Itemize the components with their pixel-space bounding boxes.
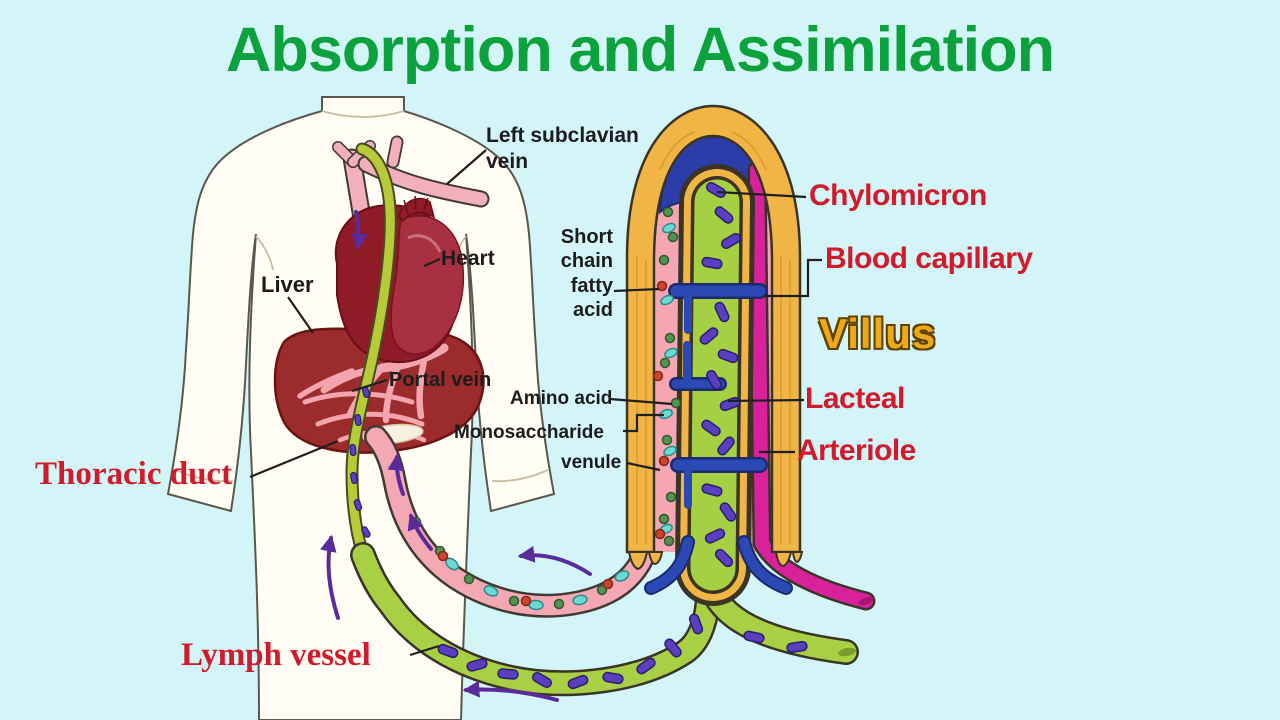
label-villus: Villus: [819, 310, 937, 357]
label-monosaccharide: Monosaccharide: [454, 422, 604, 443]
label-portal-vein: Portal vein: [389, 369, 492, 391]
pointer-portal-vein: [351, 378, 388, 393]
flow-arrow-venule-up: [407, 512, 433, 551]
page-title: Absorption and Assimilation: [225, 15, 1055, 85]
pointer-short-chain-fatty-acid: [613, 287, 660, 293]
pointer-heart: [423, 257, 441, 268]
pointer-amino-acid: [609, 397, 673, 406]
thoracic-duct-vessel: [345, 142, 397, 562]
flow-arrows: [320, 210, 592, 702]
label-blood-capillary: Blood capillary: [825, 242, 1033, 275]
nutrient-dots-in-villus: [652, 206, 682, 547]
flow-arrow-lymph-up: [320, 534, 340, 620]
pointer-lacteal: [727, 398, 805, 403]
venule-portal-vein-vessel: [364, 425, 664, 618]
pointer-thoracic-duct: [249, 439, 339, 479]
label-chylomicron: Chylomicron: [809, 179, 987, 212]
flow-arrow-into-heart: [350, 210, 368, 251]
chylomicrons-in-lacteal: [699, 182, 742, 568]
label-heart: Heart: [441, 247, 495, 270]
label-short-chain-fatty-acid: Short chain fatty acid: [560, 226, 613, 322]
villus-epithelium-gold: [625, 104, 802, 554]
pointer-lymph-vessel: [409, 644, 440, 657]
flow-arrow-lymph-left: [462, 680, 559, 702]
label-venule: venule: [561, 452, 622, 473]
label-amino-acid: Amino acid: [510, 388, 613, 409]
label-lymph-vessel: Lymph vessel: [181, 637, 371, 673]
pointer-monosaccharide: [623, 413, 664, 433]
label-lacteal: Lacteal: [805, 382, 905, 415]
label-left-subclavian-vein: Left subclavian vein: [486, 124, 639, 173]
flow-arrow-portal-up: [387, 453, 405, 496]
pointer-blood-capillary: [764, 258, 822, 298]
label-liver: Liver: [261, 272, 314, 297]
pointer-liver: [287, 296, 314, 334]
label-arteriole: Arteriole: [797, 434, 916, 467]
label-thoracic-duct: Thoracic duct: [35, 456, 233, 492]
flow-arrow-venule-left: [517, 545, 592, 576]
pointer-chylomicron: [716, 190, 807, 199]
pointer-lines: [249, 149, 822, 657]
chylomicrons-in-lymph: [437, 613, 808, 690]
epithelium-fringe: [627, 551, 804, 571]
pointer-left-subclavian-vein: [446, 149, 487, 185]
pointer-venule: [626, 461, 661, 472]
